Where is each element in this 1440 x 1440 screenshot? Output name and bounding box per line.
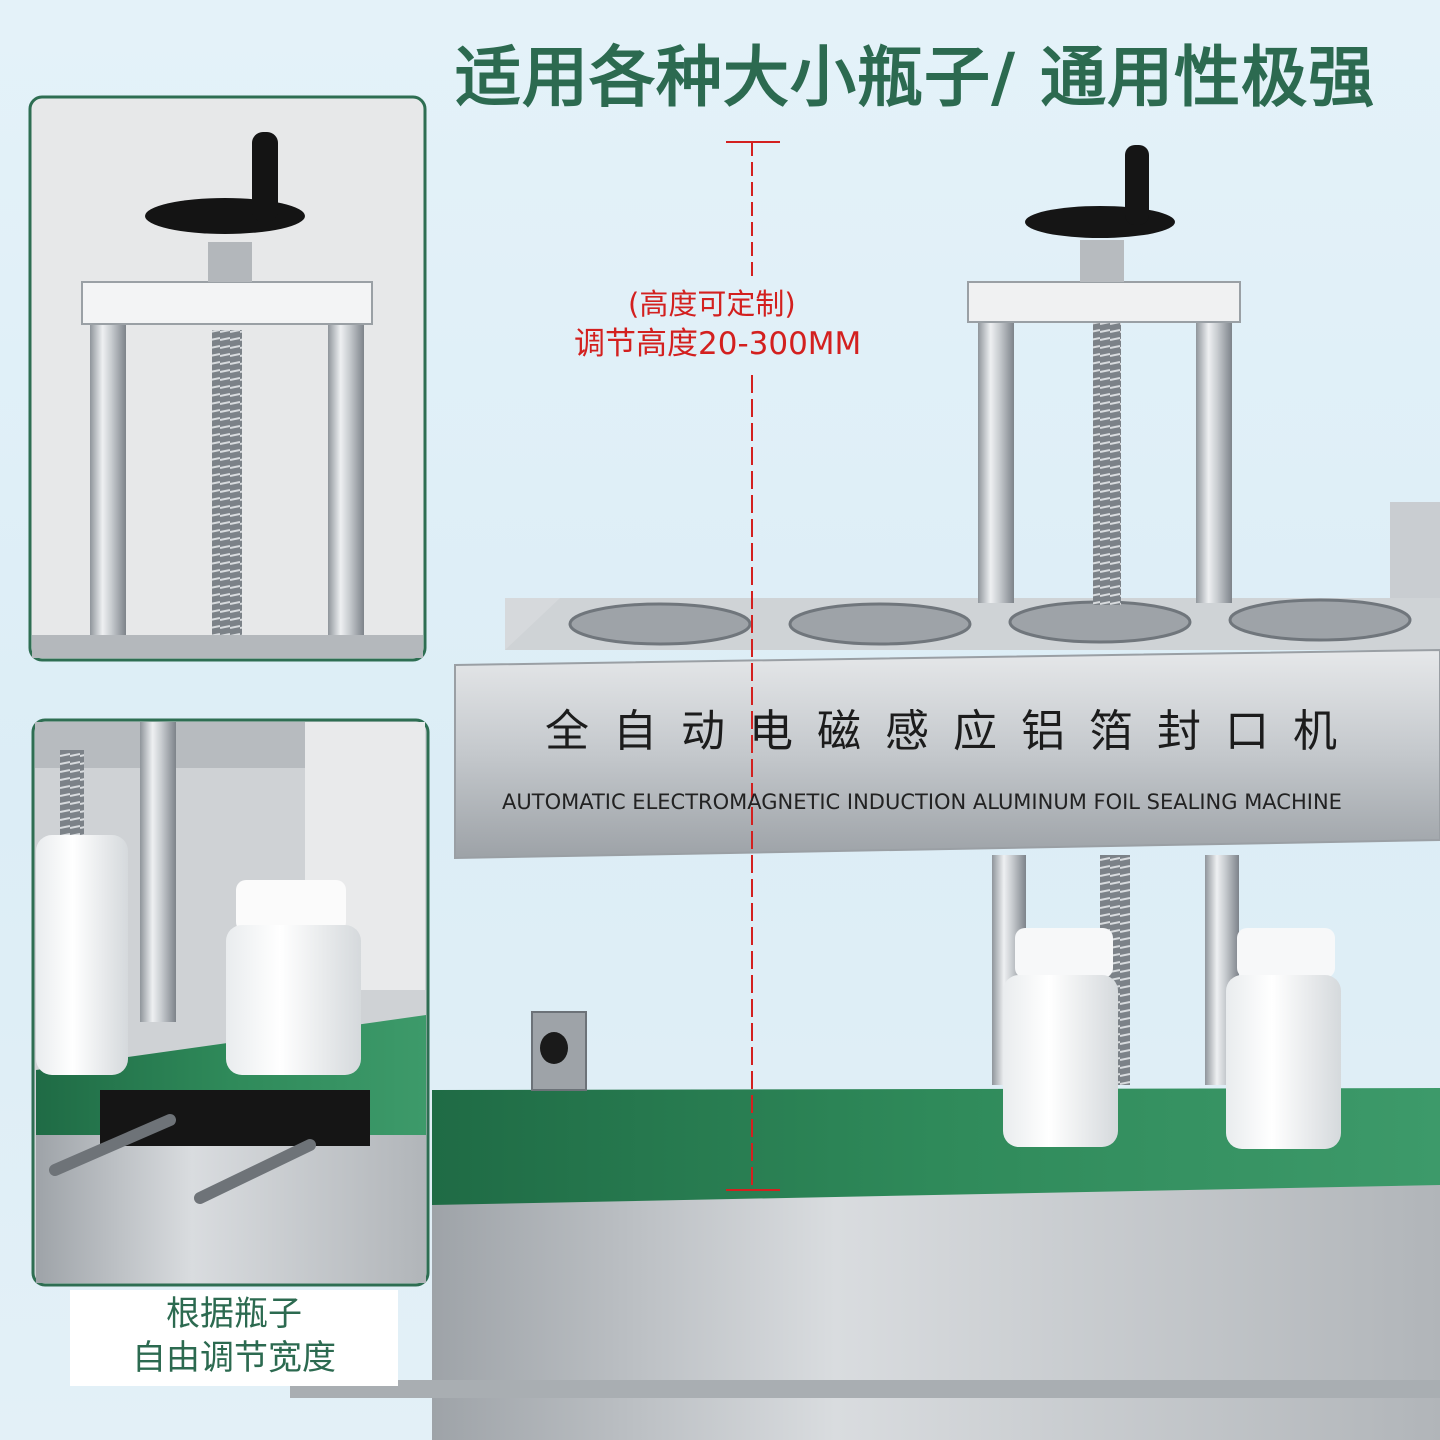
inset-bottom-left (31, 718, 430, 1386)
machine-title-cn: 全自动电磁感应铝箔封口机 (545, 706, 1361, 757)
bottle-group (1003, 928, 1341, 1149)
width-caption-line2: 自由调节宽度 (132, 1338, 336, 1378)
machine-title-en: AUTOMATIC ELECTROMAGNETIC INDUCTION ALUM… (502, 790, 1342, 814)
width-caption-line1: 根据瓶子 (166, 1294, 302, 1334)
inset-top-left (28, 95, 427, 662)
height-range-note: 调节高度20-300MM (574, 326, 862, 362)
height-dimension-line (726, 141, 780, 1191)
headline: 适用各种大小瓶子/ 通用性极强 (455, 39, 1376, 116)
fan-row (568, 598, 1412, 646)
height-customizable-note: (高度可定制) (628, 287, 796, 321)
